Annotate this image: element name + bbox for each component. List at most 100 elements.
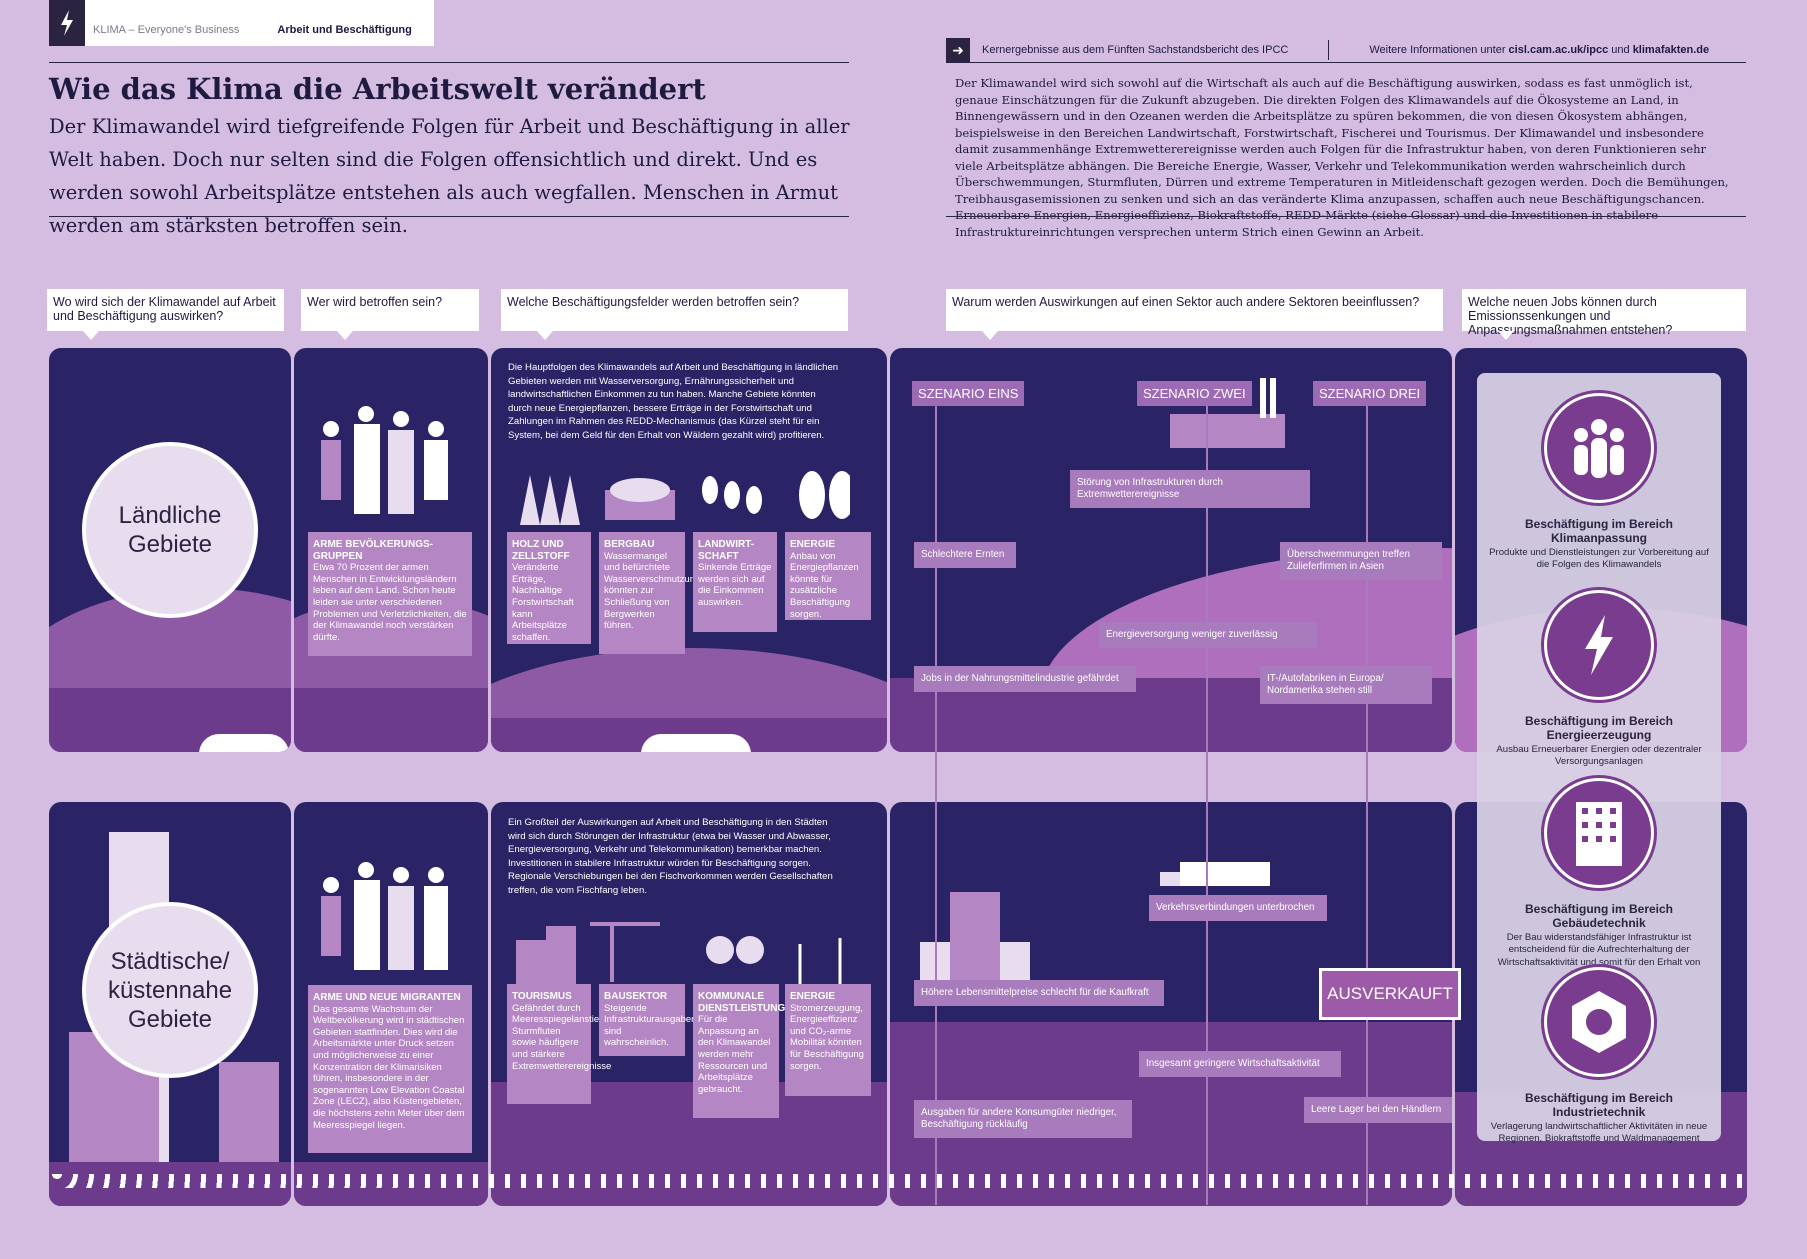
ipcc-label: Kernergebnisse aus dem Fünften Sachstand… <box>982 44 1289 56</box>
job-title: Beschäftigung im Bereich Industrietechni… <box>1524 1091 1674 1119</box>
people-icon <box>321 406 448 514</box>
label-food-jobs: Jobs in der Nahrungsmittelindustrie gefä… <box>914 666 1136 692</box>
question-who: Wer wird betroffen sein? <box>301 289 479 340</box>
job-energy: Beschäftigung im Bereich Energieerzeugun… <box>1477 590 1721 769</box>
question-new-jobs: Welche neuen Jobs können durch Emissions… <box>1462 289 1746 340</box>
section-title: Arbeit und Beschäftigung <box>277 24 412 36</box>
sector-card-municipal: KOMMUNALE DIENSTLEISTUNGEN Für die Anpas… <box>693 984 800 1118</box>
card-title: LANDWIRT-SCHAFT <box>698 539 755 562</box>
divider <box>49 62 849 63</box>
card-text: Gefährdet durch Meeresspiegelanstieg, St… <box>512 1002 612 1072</box>
card-text: Etwa 70 Prozent der armen Menschen in En… <box>313 562 467 643</box>
urban-people-card: ARME UND NEUE MIGRANTEN Das gesamte Wach… <box>308 985 472 1153</box>
divider <box>49 216 849 217</box>
more-info: Weitere Informationen unter cisl.cam.ac.… <box>1369 44 1709 56</box>
intro-text: Der Klimawandel wird sich sowohl auf die… <box>955 76 1729 239</box>
label-food-prices: Höhere Lebensmittelpreise schlecht für d… <box>914 980 1164 1006</box>
card-title: BERGBAU <box>604 539 655 550</box>
question-fields: Welche Beschäftigungsfelder werden betro… <box>501 289 848 340</box>
ipcc-bar: ➜ Kernergebnisse aus dem Fünften Sachsta… <box>946 38 1746 62</box>
lead-paragraph: Der Klimawandel wird tiefgreifende Folge… <box>49 115 850 237</box>
link-cisl[interactable]: cisl.cam.ac.uk/ipcc <box>1508 44 1609 56</box>
job-text: Produkte und Dienstleistungen zur Vorber… <box>1489 547 1709 571</box>
rural-circle: Ländliche Gebiete <box>82 442 258 618</box>
card-title: ENERGIE <box>790 991 836 1002</box>
building-icon <box>1544 778 1654 888</box>
label-floods-asia: Überschwemmungen treffen Zulieferfirmen … <box>1280 542 1442 580</box>
sector-card-agriculture: LANDWIRT-SCHAFT Sinkende Erträge werden … <box>693 532 777 632</box>
card-text: Wassermangel und befürchtete Wasserversc… <box>604 550 701 632</box>
job-climate-adaptation: Beschäftigung im Bereich Klimaanpassung … <box>1477 393 1721 572</box>
lightning-icon <box>49 0 85 46</box>
card-title: ENERGIE <box>790 539 836 550</box>
road <box>199 734 289 752</box>
card-text: Das gesamte Wachstum der Weltbevölkerung… <box>313 1003 465 1131</box>
ground <box>294 688 488 752</box>
job-text: Ausbau Erneuerbarer Energien oder dezent… <box>1496 744 1702 768</box>
sector-card-urban-energy: ENERGIE Stromerzeugung, Energieeffizienz… <box>785 984 871 1096</box>
migrants-icon <box>321 862 448 970</box>
sector-card-tourism: TOURISMUS Gefährdet durch Meeresspiegela… <box>507 984 611 1104</box>
lightning-icon <box>1544 590 1654 700</box>
road <box>641 734 751 752</box>
sector-card-forestry: HOLZ UND ZELLSTOFF Veränderte Erträge, N… <box>507 532 591 644</box>
job-title: Beschäftigung im Bereich Klimaanpassung <box>1524 517 1674 545</box>
series-tag: KLIMA – Everyone's Business Arbeit und B… <box>49 0 434 46</box>
label-consumer-spending: Ausgaben für andere Konsumgüter niedrige… <box>914 1100 1132 1138</box>
job-industry: Beschäftigung im Bereich Industrietechni… <box>1477 967 1721 1146</box>
card-text: Für die Anpassung an den Klimawandel wer… <box>698 1014 771 1095</box>
page-title: Wie das Klima die Arbeitswelt verändert <box>49 72 706 106</box>
building <box>219 1062 279 1162</box>
label-harvests: Schlechtere Ernten <box>914 542 1016 568</box>
scenario-one: SZENARIO EINS <box>912 381 1025 406</box>
divider <box>1328 40 1330 60</box>
question-where: Wo wird sich der Klimawandel auf Arbeit … <box>47 289 284 340</box>
scenario-line <box>1206 405 1208 1205</box>
label-infrastructure: Störung von Infrastrukturen durch Extrem… <box>1070 470 1310 508</box>
card-text: Stromerzeugung, Energieeffizienz und CO₂… <box>790 1002 864 1072</box>
scenario-line <box>1366 405 1368 1205</box>
hex-nut-icon <box>1544 967 1654 1077</box>
card-title: KOMMUNALE DIENSTLEISTUNGEN <box>698 991 800 1014</box>
more-info-and: und <box>1608 44 1633 56</box>
series-title: KLIMA – Everyone's Business <box>93 24 240 36</box>
job-title: Beschäftigung im Bereich Gebäudetechnik <box>1524 902 1674 930</box>
scenario-three: SZENARIO DREI <box>1313 381 1427 406</box>
sold-out-sign: AUSVERKAUFT <box>1319 968 1461 1020</box>
rural-intro: Die Hauptfolgen des Klimawandels auf Arb… <box>508 362 839 441</box>
link-klimafakten[interactable]: klimafakten.de <box>1632 44 1710 56</box>
people-icon <box>1544 393 1654 503</box>
card-text: Veränderte Erträge, Nachhaltige Forstwir… <box>512 562 574 643</box>
label-economic-activity: Insgesamt geringere Wirtschaftsaktivität <box>1139 1051 1341 1077</box>
question-why: Warum werden Auswirkungen auf einen Sekt… <box>946 289 1443 340</box>
water-wave <box>49 1174 1747 1188</box>
factory-icon <box>920 892 1030 992</box>
urban-circle: Städtische/ küstennahe Gebiete <box>82 902 258 1078</box>
label-transport: Verkehrsverbindungen unterbrochen <box>1149 895 1327 921</box>
urban-sector-icons <box>516 922 842 986</box>
rural-people-card: ARME BEVÖLKERUNGS-GRUPPEN Etwa 70 Prozen… <box>308 532 472 656</box>
card-title: TOURISMUS <box>512 991 572 1002</box>
scenario-two: SZENARIO ZWEI <box>1137 381 1252 406</box>
sector-card-mining: BERGBAU Wassermangel und befürchtete Was… <box>599 532 700 654</box>
card-text: Anbau von Energiepflanzen könnte für zus… <box>790 550 859 620</box>
truck-icon <box>1160 862 1270 886</box>
label-empty-stock: Leere Lager bei den Händlern <box>1304 1097 1452 1123</box>
label-factories-stop: IT-/Autofabriken in Europa/ Nordamerika … <box>1260 666 1432 704</box>
card-title: ARME BEVÖLKERUNGS-GRUPPEN <box>313 539 434 562</box>
label-energy-supply: Energieversorgung weniger zuverlässig <box>1099 622 1317 648</box>
sector-card-construction: BAUSEKTOR Steigende Infrastrukturausgabe… <box>599 984 696 1056</box>
urban-intro: Ein Großteil der Auswirkungen auf Arbeit… <box>508 817 833 896</box>
divider <box>946 216 1746 217</box>
scenario-line <box>935 405 937 1205</box>
card-title: BAUSEKTOR <box>604 991 668 1002</box>
divider <box>946 62 1746 63</box>
card-text: Sinkende Erträge werden sich auf die Ein… <box>698 562 772 608</box>
card-text: Steigende Infrastrukturausgaben sind wah… <box>604 1002 697 1049</box>
job-text: Verlagerung landwirtschaftlicher Aktivit… <box>1490 1121 1708 1145</box>
factory-icon <box>1170 378 1285 448</box>
sector-card-energy: ENERGIE Anbau von Energiepflanzen könnte… <box>785 532 871 620</box>
job-building: Beschäftigung im Bereich Gebäudetechnik … <box>1477 778 1721 982</box>
more-info-prefix: Weitere Informationen unter <box>1369 44 1509 56</box>
card-title: HOLZ UND ZELLSTOFF <box>512 539 570 562</box>
